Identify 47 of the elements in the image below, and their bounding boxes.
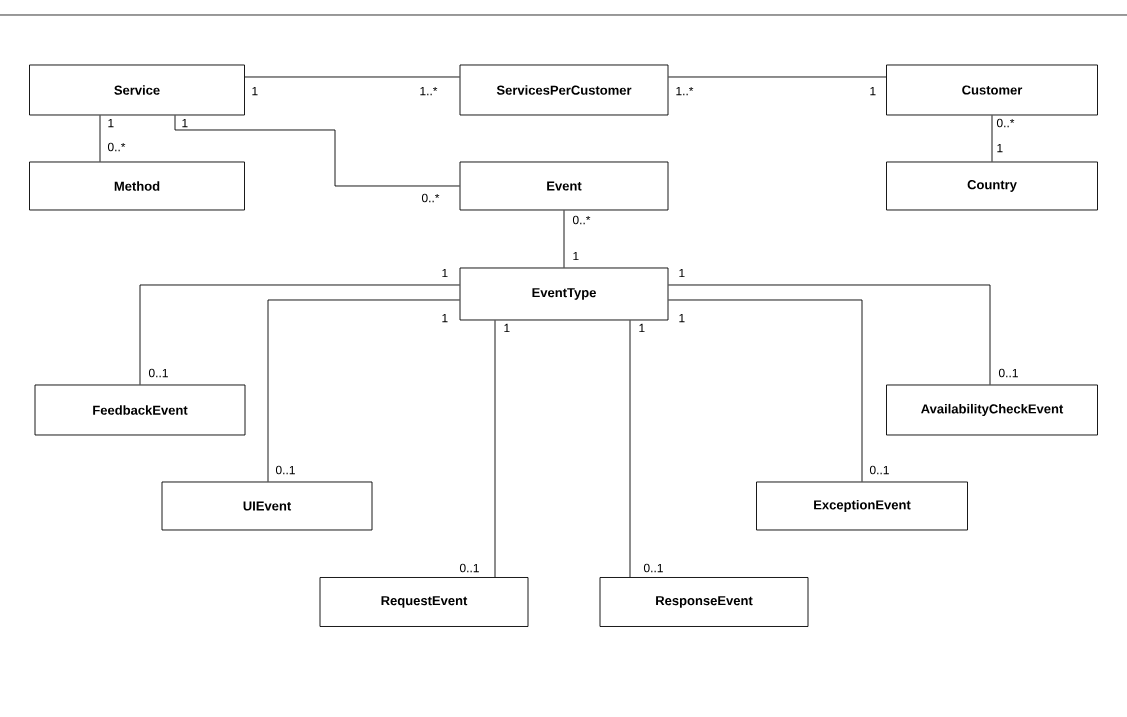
association-line	[668, 299, 863, 482]
multiplicity-label: 1	[639, 323, 645, 333]
multiplicity-label: 0..*	[107, 142, 126, 152]
multiplicity-label: 1..*	[676, 86, 694, 96]
association-line	[99, 115, 101, 162]
class-box: Customer	[886, 64, 1098, 116]
multiplicity-label: 0..1	[275, 465, 295, 475]
class-box: Event	[459, 161, 669, 211]
multiplicity-label: 1	[679, 268, 685, 278]
class-box: RequestEvent	[319, 577, 529, 627]
class-box: UIEvent	[161, 481, 373, 531]
multiplicity-label: 0..1	[998, 368, 1018, 378]
association-line	[494, 320, 496, 578]
class-box: AvailabilityCheckEvent	[886, 384, 1098, 436]
association-line	[668, 76, 887, 78]
association-line	[668, 284, 991, 385]
multiplicity-label: 1	[870, 86, 876, 96]
class-box: FeedbackEvent	[34, 384, 246, 436]
association-line	[991, 115, 993, 162]
multiplicity-label: 1	[442, 268, 448, 278]
multiplicity-label: 0..*	[572, 215, 591, 225]
multiplicity-label: 1	[442, 313, 448, 323]
association-line	[563, 210, 565, 268]
multiplicity-label: 0..1	[148, 368, 168, 378]
multiplicity-label: 0..*	[421, 193, 440, 203]
multiplicity-label: 1..*	[420, 86, 438, 96]
multiplicity-label: 1	[504, 323, 510, 333]
class-box: ServicesPerCustomer	[459, 64, 669, 116]
class-box: ExceptionEvent	[756, 481, 968, 531]
association-line	[139, 284, 460, 385]
multiplicity-label: 1	[108, 118, 114, 128]
multiplicity-label: 1	[182, 118, 188, 128]
association-line	[244, 76, 460, 78]
multiplicity-label: 1	[679, 313, 685, 323]
class-box: Service	[29, 64, 245, 116]
multiplicity-label: 1	[252, 86, 258, 96]
association-line	[267, 299, 460, 482]
multiplicity-label: 0..1	[869, 465, 889, 475]
class-box: EventType	[459, 267, 669, 321]
class-box: Method	[29, 161, 245, 211]
multiplicity-label: 0..*	[996, 118, 1015, 128]
multiplicity-label: 1	[997, 143, 1003, 153]
class-box: Country	[886, 161, 1098, 211]
association-line	[174, 115, 460, 187]
association-line	[629, 320, 631, 578]
multiplicity-label: 1	[573, 251, 579, 261]
class-box: ResponseEvent	[599, 577, 809, 627]
